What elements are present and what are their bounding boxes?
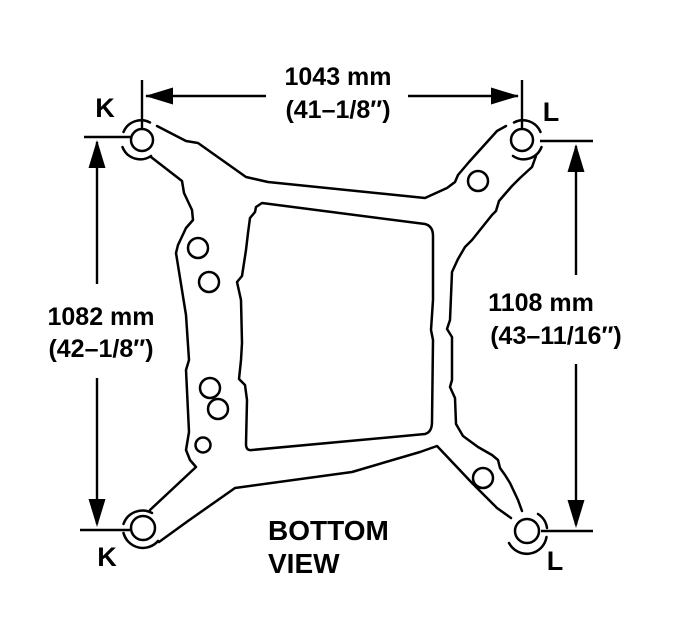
arrow-right-icon — [491, 87, 519, 105]
mounting-hole-l-bottom — [513, 517, 541, 545]
corner-boss-arcs — [121, 119, 549, 556]
dim-right-metric: 1108 mm — [488, 289, 594, 317]
mounting-hole-l-top — [509, 127, 535, 153]
outline-right-edge — [445, 154, 538, 513]
label-k-top: K — [95, 93, 115, 123]
center-cutout — [235, 201, 435, 452]
mounting-hole-k-top — [129, 127, 155, 153]
subframe-outline — [148, 124, 538, 544]
arrow-down-icon — [567, 500, 585, 528]
arrow-down-icon — [88, 499, 106, 527]
boss-arc-top-right — [511, 119, 543, 161]
label-l-top: L — [543, 97, 560, 127]
dimension-top: 1043 mm (41–1/8″) — [140, 63, 524, 128]
small-holes — [186, 169, 495, 490]
boss-arc-top-left — [121, 119, 153, 161]
label-l-bottom: L — [547, 546, 564, 576]
frame-hole — [186, 236, 210, 260]
dim-top-metric: 1043 mm — [284, 63, 391, 91]
frame-hole — [198, 376, 222, 400]
outline-top-edge — [155, 124, 508, 200]
dim-top-imperial: (41–1/8″) — [285, 96, 390, 124]
view-title-line1: BOTTOM — [268, 515, 389, 546]
label-k-bottom: K — [97, 542, 117, 572]
arrow-up-icon — [88, 140, 106, 168]
outline-bottom-edge — [157, 444, 513, 544]
view-title-line2: VIEW — [268, 548, 340, 579]
dimension-right: 1108 mm (43–11/16″) — [488, 139, 622, 533]
arrow-up-icon — [567, 144, 585, 172]
dim-left-imperial: (42–1/8″) — [48, 335, 153, 363]
point-labels: K L K L — [95, 93, 563, 576]
frame-hole — [206, 397, 230, 421]
view-title: BOTTOM VIEW — [268, 515, 389, 579]
mounting-holes — [129, 127, 541, 545]
dim-right-imperial: (43–11/16″) — [490, 322, 622, 350]
frame-hole — [194, 436, 212, 454]
frame-hole — [197, 270, 221, 294]
outline-left-edge — [148, 155, 198, 512]
arrow-left-icon — [145, 87, 173, 105]
boss-arc-bottom-right — [507, 512, 549, 556]
frame-hole — [466, 169, 490, 193]
boss-arc-bottom-left — [122, 509, 160, 550]
dimension-left: 1082 mm (42–1/8″) — [47, 135, 155, 532]
frame-hole — [471, 466, 495, 490]
mounting-hole-k-bottom — [129, 514, 157, 542]
dim-left-metric: 1082 mm — [47, 303, 154, 331]
